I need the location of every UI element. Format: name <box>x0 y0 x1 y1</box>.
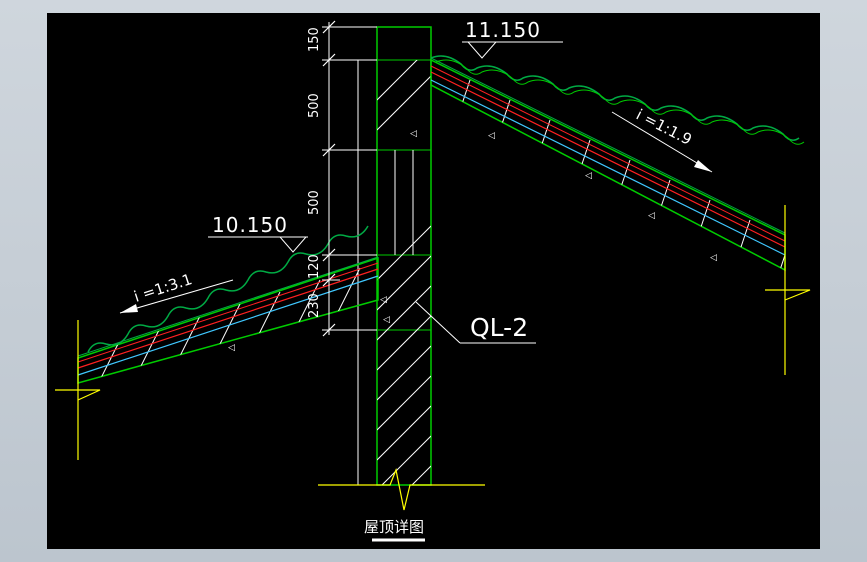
concrete-mark: ◁ <box>228 343 235 353</box>
dim-500-lower: 500 <box>307 190 322 215</box>
eave-mark-left <box>55 389 101 401</box>
membrane-layer-right <box>430 65 786 242</box>
drawing-title: 屋顶详图 <box>364 518 425 542</box>
right-slab-hatch <box>449 79 785 270</box>
dim-500-upper: 500 <box>307 93 322 118</box>
concrete-mark: ◁ <box>410 129 417 139</box>
wall-outline <box>376 26 432 486</box>
slope-annotation-right: i =1:1.9 <box>611 106 713 173</box>
elevation-high-text: 11.150 <box>465 18 541 42</box>
wall-hatch <box>377 60 431 485</box>
concrete-mark: ◁ <box>383 315 390 325</box>
tile-base-right <box>430 57 786 234</box>
break-line <box>318 467 485 511</box>
insulation-layer-right <box>430 79 786 256</box>
slope-arrow-line <box>611 111 713 173</box>
beam-label-leader: QL-2 <box>415 301 536 344</box>
beam-label-text: QL-2 <box>470 313 528 342</box>
elevation-low-text: 10.150 <box>212 213 288 237</box>
roof-tiles-left <box>87 225 369 353</box>
eave-mark-right <box>765 289 811 301</box>
slope-arrow-head <box>694 160 712 172</box>
dim-150: 150 <box>307 27 322 52</box>
slope-arrow-head <box>120 304 138 313</box>
drawing-title-text: 屋顶详图 <box>364 518 424 536</box>
dimension-chain: 150 500 500 120 230 <box>307 20 377 337</box>
concrete-mark: ◁ <box>710 253 717 263</box>
wall-section: ◁ ◁ ◁ <box>318 26 485 511</box>
slope-arrow-line <box>119 279 234 314</box>
elevation-triangle <box>466 41 498 59</box>
right-slab-outline <box>430 58 786 272</box>
membrane-layer-left <box>77 268 379 369</box>
dim-230: 230 <box>307 293 322 318</box>
leader-line <box>415 301 461 344</box>
extension-lines <box>322 26 377 331</box>
elevation-triangle <box>278 236 308 253</box>
roof-tiles-right <box>430 55 800 141</box>
insulation-layer-left <box>77 275 379 376</box>
elevation-mark-high: 11.150 <box>462 18 563 59</box>
membrane-layer-right <box>430 71 786 248</box>
concrete-mark: ◁ <box>488 131 495 141</box>
dim-120: 120 <box>307 254 322 279</box>
concrete-mark: ◁ <box>648 211 655 221</box>
left-roof-slab: ◁ <box>55 225 379 460</box>
concrete-mark: ◁ <box>585 171 592 181</box>
elevation-mark-low: 10.150 <box>208 213 308 253</box>
tile-base-left <box>77 256 379 357</box>
roof-tiles-right <box>435 59 805 145</box>
drawing-canvas <box>47 13 820 549</box>
concrete-mark: ◁ <box>380 295 387 305</box>
slope-annotation-left: i =1:3.1 <box>119 270 234 314</box>
